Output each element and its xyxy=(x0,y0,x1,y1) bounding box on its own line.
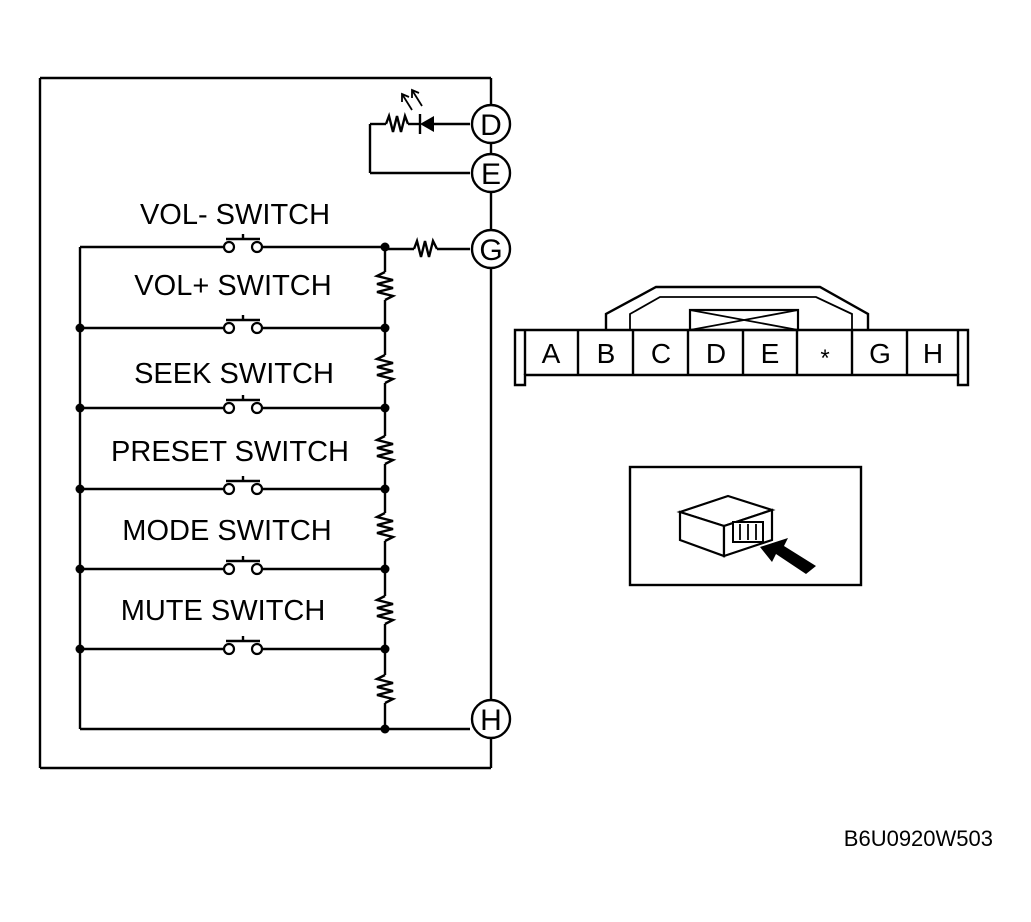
connector-pin-blank: * xyxy=(820,345,829,372)
circuit-frame xyxy=(38,76,493,770)
resistor-icon xyxy=(373,511,397,543)
terminal-d-label: D xyxy=(480,109,502,142)
push-switch-icon xyxy=(222,234,264,254)
connector-pin-d: D xyxy=(706,338,726,369)
terminal-e: E xyxy=(470,152,512,194)
terminal-h-label: H xyxy=(480,704,502,737)
resistor-icon xyxy=(412,236,439,258)
resistor-icon xyxy=(373,673,397,705)
connector-pin-e: E xyxy=(761,338,780,369)
switch-label-preset: PRESET SWITCH xyxy=(111,436,349,468)
g-resistor-branch xyxy=(385,236,470,258)
terminal-g: G xyxy=(470,228,512,270)
connector-pin-a: A xyxy=(542,338,561,369)
push-switch-icon xyxy=(222,395,264,415)
connector-pin-h: H xyxy=(923,338,943,369)
terminal-e-label: E xyxy=(481,158,501,191)
connector-pin-c: C xyxy=(651,338,671,369)
switch-label-vol-minus: VOL- SWITCH xyxy=(140,199,330,231)
resistor-icon xyxy=(373,594,397,626)
switch-label-vol-plus: VOL+ SWITCH xyxy=(134,270,331,302)
arrow-icon xyxy=(760,538,816,574)
terminal-g-label: G xyxy=(479,234,502,267)
switch-label-seek: SEEK SWITCH xyxy=(134,358,334,390)
terminal-d: D xyxy=(470,103,512,145)
switch-ladder xyxy=(75,242,470,734)
connector-face xyxy=(513,285,970,387)
figure-code: B6U0920W503 xyxy=(844,826,993,851)
resistor-icon xyxy=(373,353,397,385)
push-switch-icon xyxy=(222,636,264,656)
led-branch xyxy=(368,88,470,175)
push-switch-icon xyxy=(222,476,264,496)
terminal-h: H xyxy=(470,698,512,740)
connector-pin-g: G xyxy=(869,338,891,369)
switch-label-mode: MODE SWITCH xyxy=(122,515,331,547)
led-icon xyxy=(401,88,434,134)
resistor-icon xyxy=(384,111,410,133)
resistor-icon xyxy=(373,270,397,302)
push-switch-icon xyxy=(222,315,264,335)
push-switch-icon xyxy=(222,556,264,576)
connector-pin-b: B xyxy=(597,338,616,369)
connector-view-icon xyxy=(676,494,776,558)
switch-label-mute: MUTE SWITCH xyxy=(121,595,326,627)
resistor-icon xyxy=(373,434,397,466)
connector-view-inset xyxy=(628,465,863,587)
